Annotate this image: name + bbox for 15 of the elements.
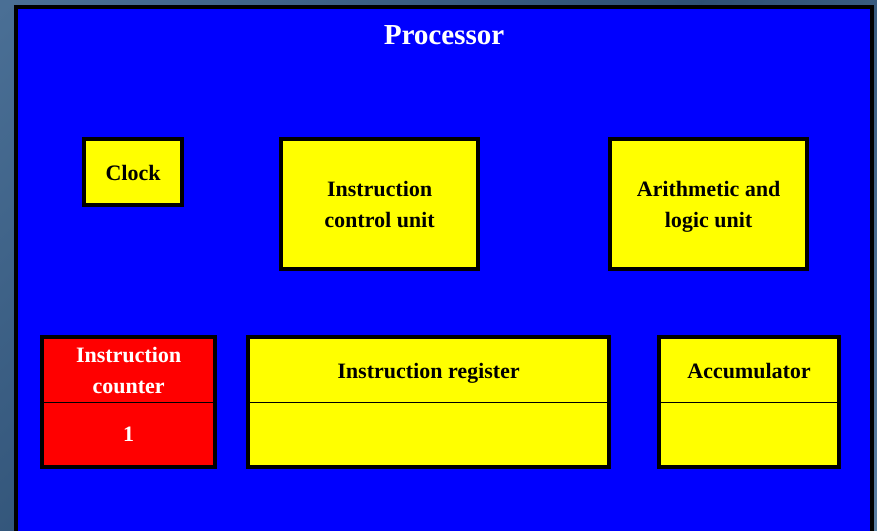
register-name: Instruction register <box>337 356 520 385</box>
processor-panel <box>14 5 874 531</box>
register-box <box>657 335 841 469</box>
unit-box <box>82 137 184 207</box>
register-name: Accumulator <box>687 356 811 385</box>
register-name: Instruction counter <box>74 341 182 400</box>
unit-label: Instruction control unit <box>323 175 436 234</box>
register-box <box>40 335 217 469</box>
unit-box <box>279 137 480 271</box>
panel-title: Processor <box>384 19 504 52</box>
unit-box <box>608 137 809 271</box>
unit-label: Clock <box>104 158 162 186</box>
unit-label: Arithmetic and logic unit <box>636 175 782 234</box>
register-box <box>246 335 611 469</box>
register-value: 1 <box>123 420 134 448</box>
